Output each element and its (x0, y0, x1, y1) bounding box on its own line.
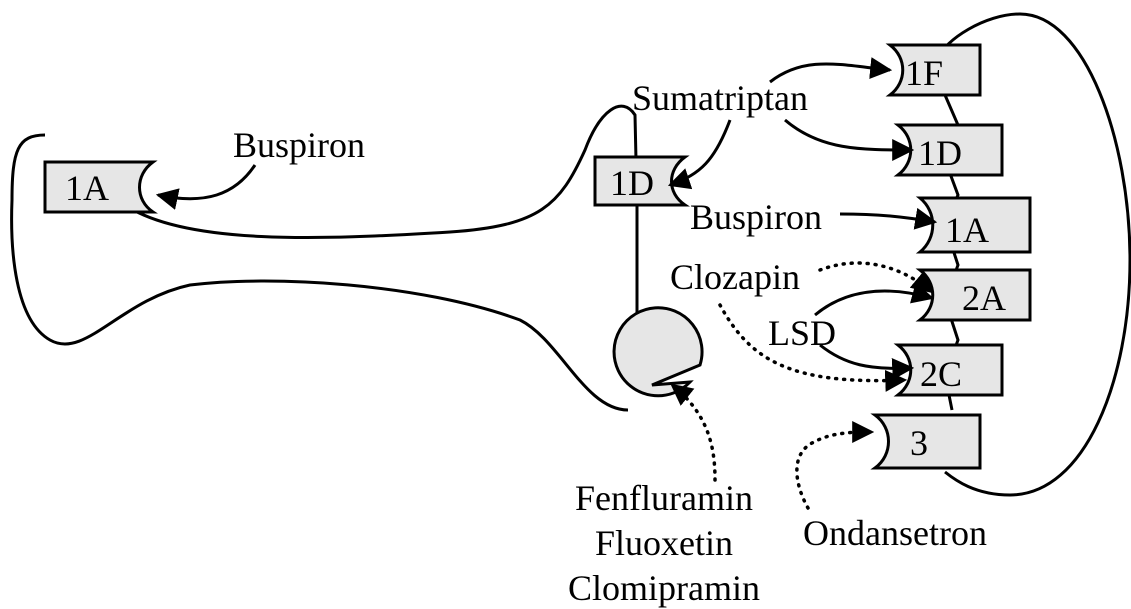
arrow-sumatriptan-to-1d-autoreceptor (670, 120, 730, 185)
arrow-lsd-to-2a (815, 291, 932, 315)
dotted-arrow-clozapin-to-2a (820, 263, 932, 292)
arrow-sumatriptan-to-1d (785, 120, 912, 150)
dotted-arrow-ondansetron-to-3 (797, 432, 872, 508)
drug-buspiron-left: Buspiron (233, 125, 365, 165)
dotted-arrow-reuptake-inhibitors (672, 385, 715, 480)
drug-buspiron-right: Buspiron (690, 197, 822, 237)
receptor-2c-label: 2C (920, 354, 962, 394)
receptor-1a-label: 1A (945, 210, 989, 250)
reuptake-transporter (614, 308, 702, 396)
receptor-2a-label: 2A (962, 278, 1006, 318)
receptor-1d-label: 1D (918, 133, 962, 173)
drug-fenfluramin: Fenfluramin (575, 478, 753, 518)
receptor-1f-label: 1F (905, 53, 943, 93)
arrow-buspiron-to-1a (840, 214, 935, 222)
drug-lsd: LSD (768, 313, 836, 353)
receptor-3-label: 3 (910, 423, 928, 463)
drug-clomipramin: Clomipramin (568, 568, 760, 608)
drug-ondansetron: Ondansetron (803, 513, 987, 553)
arrow-buspiron-to-1a-presynaptic (158, 165, 255, 199)
drug-sumatriptan: Sumatriptan (632, 78, 808, 118)
drug-clozapin: Clozapin (670, 257, 800, 297)
receptor-1d-autoreceptor-label: 1D (610, 163, 654, 203)
drug-fluoxetin: Fluoxetin (595, 523, 733, 563)
receptor-1a-presynaptic-label: 1A (65, 168, 109, 208)
